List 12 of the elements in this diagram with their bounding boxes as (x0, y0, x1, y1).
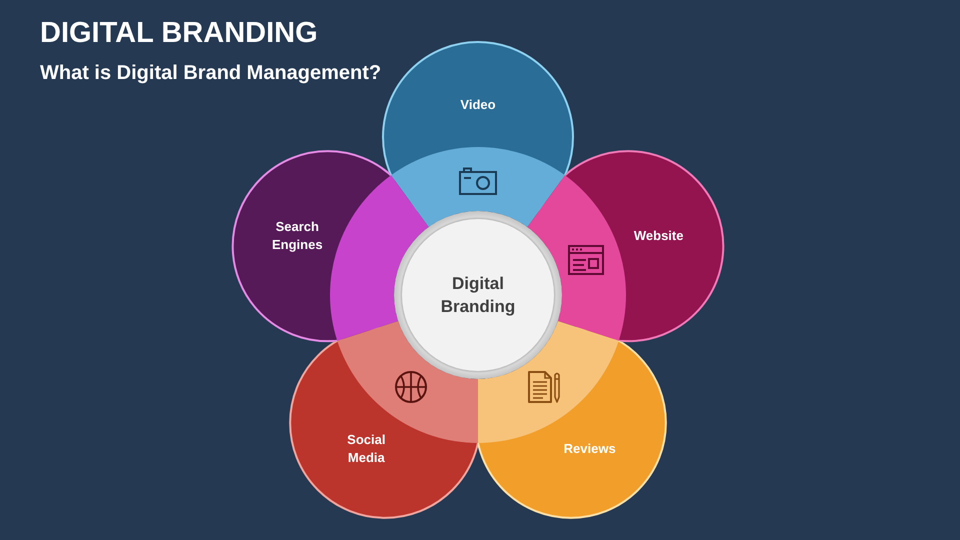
petal-label: Video (460, 96, 496, 114)
petal-label: Social Media (346, 430, 386, 467)
petal (476, 319, 668, 520)
center-label: Digital Branding (440, 273, 516, 318)
petal-label: Search Engines (271, 218, 324, 254)
petal-label: Website (633, 227, 684, 246)
subtitle: What is Digital Brand Management? (40, 61, 382, 85)
petal (231, 149, 431, 343)
petal (525, 149, 725, 343)
title: DIGITAL BRANDING (40, 16, 318, 50)
petal (288, 319, 480, 520)
petal-label: Reviews (562, 440, 617, 458)
